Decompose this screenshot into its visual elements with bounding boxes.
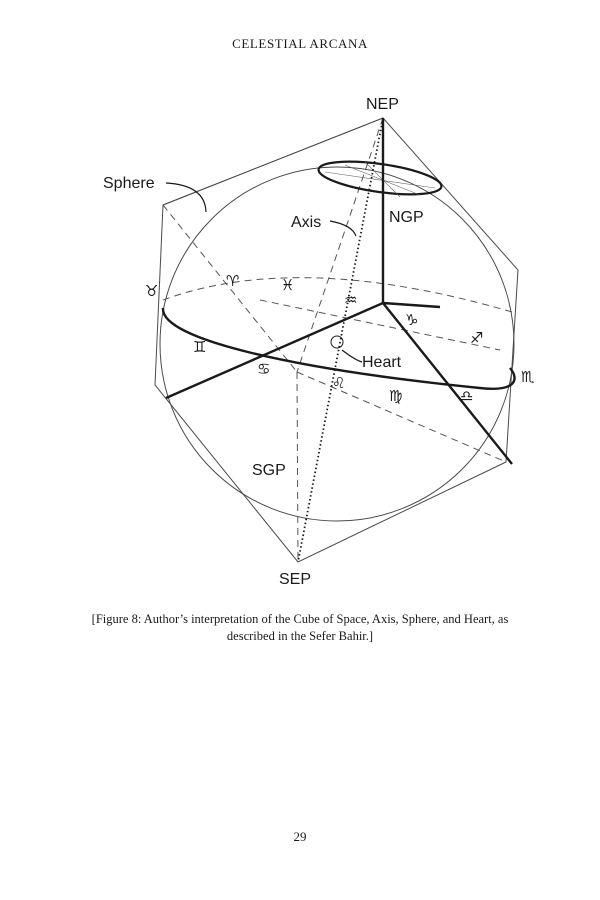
running-head: CELESTIAL ARCANA — [232, 36, 368, 51]
virgo-glyph: ♍ — [389, 387, 402, 405]
capricorn-glyph: ♑ — [405, 311, 418, 329]
label-axis: Axis — [291, 214, 321, 231]
hidden-edges — [162, 117, 513, 563]
label-nep: NEP — [366, 96, 399, 113]
page-number: 29 — [293, 829, 307, 844]
libra-glyph: ♎ — [460, 387, 473, 405]
cancer-glyph: ♋ — [257, 360, 270, 378]
pisces-glyph: ♓ — [281, 276, 294, 294]
leader-lines — [165, 182, 363, 363]
polar-disc — [317, 160, 443, 196]
scorpio-glyph: ♏ — [521, 368, 535, 386]
label-sphere: Sphere — [103, 175, 155, 192]
figure-caption: [Figure 8: Author’s interpretation of th… — [91, 612, 509, 643]
label-sep: SEP — [279, 571, 311, 588]
sagittarius-glyph: ♐ — [470, 329, 483, 347]
label-heart: Heart — [362, 354, 402, 371]
figure-8-cube-of-space: NEP NGP Sphere Axis Heart SGP SEP ♉ ♈ ♓ … — [103, 96, 535, 588]
ecliptic-ellipse — [161, 307, 516, 390]
gemini-glyph: ♊ — [193, 338, 206, 356]
label-ngp: NGP — [389, 209, 424, 226]
sphere-circle — [159, 166, 515, 522]
central-axis — [297, 117, 384, 563]
leo-glyph: ♌ — [332, 374, 345, 392]
label-sgp: SGP — [252, 462, 286, 479]
heart-marker — [330, 335, 344, 349]
aries-glyph: ♈ — [226, 272, 239, 290]
aquarius-glyph: ♒ — [344, 291, 357, 309]
bold-axes — [165, 118, 513, 465]
taurus-glyph: ♉ — [145, 282, 158, 300]
